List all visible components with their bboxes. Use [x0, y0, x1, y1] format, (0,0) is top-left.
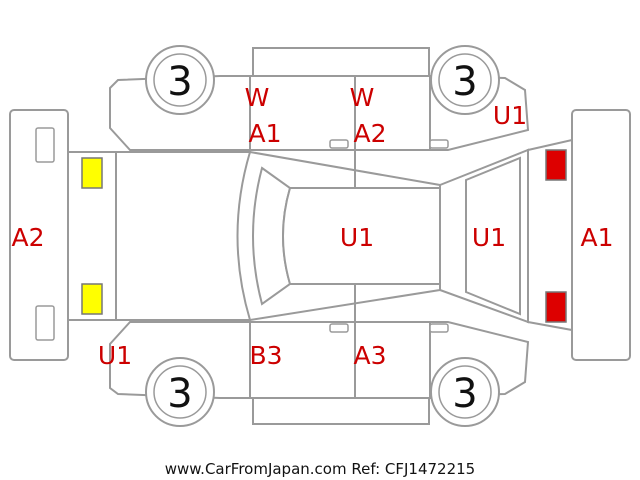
tire-rear-right: 3 [430, 357, 500, 427]
car-top-view [67, 138, 573, 332]
front-lamp-bottom [81, 283, 103, 315]
code-front-bumper: A2 [11, 223, 44, 252]
bottom-door-handle-front [329, 323, 349, 333]
code-top-rear-door-w: W [350, 83, 375, 112]
code-roof: U1 [340, 223, 374, 252]
bottom-door-handle-rear [429, 323, 449, 333]
front-lamp-top [81, 157, 103, 189]
tire-tread-score: 3 [452, 59, 477, 105]
rear-lamp-top [545, 149, 567, 181]
code-rear-bumper: A1 [580, 223, 613, 252]
rear-lamp-bottom [545, 291, 567, 323]
tire-tread-score: 3 [167, 59, 192, 105]
bottom-doors [249, 321, 431, 399]
tire-tread-score: 3 [167, 371, 192, 417]
top-door-handle-rear [429, 139, 449, 149]
tire-rear-left: 3 [430, 45, 500, 115]
code-top-rear-fender: U1 [493, 101, 527, 130]
rear-glass-inner [465, 156, 521, 316]
footer-reference: www.CarFromJapan.com Ref: CFJ1472215 [165, 460, 475, 478]
bottom-side-skirt [252, 397, 430, 425]
code-bottom-rear-door: A3 [353, 341, 386, 370]
code-rear-glass: U1 [472, 223, 506, 252]
code-bottom-front-fender: U1 [98, 341, 132, 370]
top-door-handle-front [329, 139, 349, 149]
tire-front-right: 3 [145, 357, 215, 427]
code-top-front-door: A1 [248, 119, 281, 148]
trunk-lid [527, 138, 573, 332]
top-side-skirt [252, 47, 430, 77]
code-bottom-front-door: B3 [249, 341, 282, 370]
front-fog-lamp-top [35, 127, 55, 163]
tire-front-left: 3 [145, 45, 215, 115]
roof [282, 187, 441, 285]
tire-tread-score: 3 [452, 371, 477, 417]
code-top-rear-door: A2 [353, 119, 386, 148]
code-top-front-door-w: W [245, 83, 270, 112]
front-fog-lamp-bottom [35, 305, 55, 341]
